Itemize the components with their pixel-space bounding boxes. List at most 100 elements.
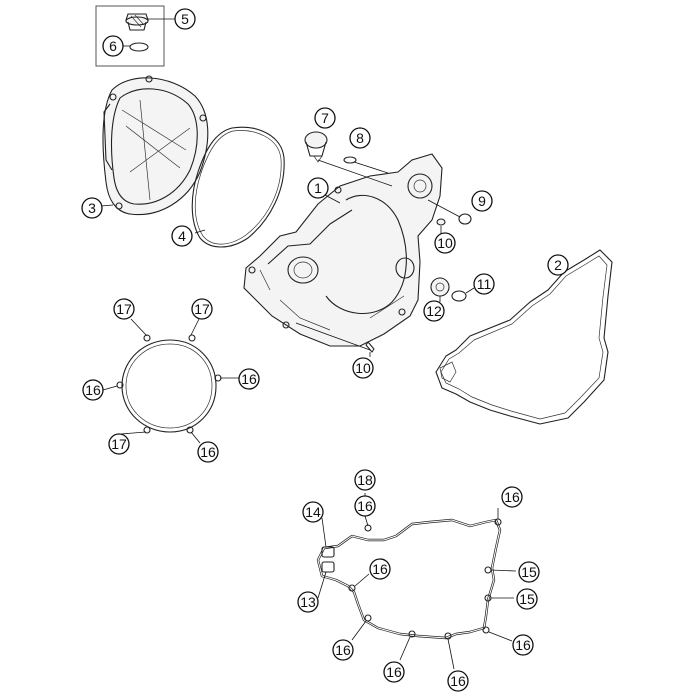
- svg-text:16: 16: [386, 664, 402, 680]
- svg-text:10: 10: [355, 360, 371, 376]
- callout-17-c: 17: [108, 433, 130, 455]
- svg-text:2: 2: [554, 257, 562, 273]
- svg-text:18: 18: [357, 472, 373, 488]
- part-3-outer-clutch-cover: [102, 75, 209, 216]
- svg-text:3: 3: [88, 200, 96, 216]
- callout-7: 7: [314, 107, 336, 129]
- callout-13: 13: [297, 591, 319, 613]
- svg-text:4: 4: [178, 228, 186, 244]
- leader-4: [194, 229, 206, 234]
- leader-14: [321, 517, 327, 548]
- leader-16d: [364, 515, 369, 527]
- part-10-dowel-lower: [365, 341, 375, 353]
- leader-13: [317, 571, 327, 599]
- leader-17a: [130, 318, 148, 337]
- leader-16h: [488, 631, 513, 642]
- callout-14: 14: [302, 501, 324, 523]
- leader-16g: [351, 620, 367, 641]
- svg-text:12: 12: [426, 303, 442, 319]
- svg-text:16: 16: [504, 489, 520, 505]
- callout-16-c: 16: [197, 441, 219, 463]
- callout-16-g: 16: [332, 639, 354, 661]
- callout-16-i: 16: [383, 661, 405, 683]
- leader-16j: [447, 638, 455, 670]
- part-2-gasket: [435, 249, 613, 425]
- svg-text:5: 5: [181, 11, 189, 27]
- leader-10-lower-a: [295, 322, 371, 351]
- callout-3: 3: [81, 197, 103, 219]
- svg-text:17: 17: [116, 301, 132, 317]
- leader-3: [100, 204, 114, 207]
- callout-18: 18: [354, 469, 376, 491]
- svg-text:1: 1: [314, 180, 322, 196]
- part-8-seal-ring: [343, 156, 357, 164]
- part-6-o-ring: [129, 42, 149, 52]
- callout-16-h: 16: [512, 634, 534, 656]
- svg-text:10: 10: [437, 235, 453, 251]
- callout-layer: 5 6 7 8 1 9 3 4 10 2 11 12 10 17 17 16 1…: [81, 8, 569, 692]
- callout-5: 5: [174, 8, 196, 30]
- part-13-18-crankcase-gasket: [316, 518, 502, 640]
- leader-17c: [120, 431, 147, 435]
- callout-10-upper: 10: [434, 232, 456, 254]
- svg-text:8: 8: [356, 130, 364, 146]
- part-5-plug: [125, 13, 149, 31]
- leader-16c: [190, 431, 201, 444]
- callout-8: 8: [349, 127, 371, 149]
- svg-text:13: 13: [300, 594, 316, 610]
- callout-11: 11: [473, 273, 495, 295]
- callout-16-a: 16: [238, 368, 260, 390]
- callout-16-e: 16: [501, 486, 523, 508]
- part-1-clutch-cover-inner: [243, 153, 443, 347]
- callout-6: 6: [102, 35, 124, 57]
- callout-2: 2: [547, 254, 569, 276]
- svg-text:17: 17: [194, 301, 210, 317]
- callout-16-f: 16: [369, 558, 391, 580]
- callout-16-d: 16: [354, 495, 376, 517]
- svg-text:16: 16: [200, 444, 216, 460]
- svg-text:15: 15: [519, 591, 535, 607]
- callout-1: 1: [307, 177, 329, 199]
- leader-15a: [490, 569, 517, 572]
- part-10-dowel-upper: [436, 218, 446, 226]
- svg-text:16: 16: [335, 642, 351, 658]
- part-4-cover-gasket: [191, 126, 285, 248]
- svg-text:17: 17: [111, 436, 127, 452]
- leader-1: [324, 194, 341, 204]
- callout-4: 4: [171, 225, 193, 247]
- svg-text:16: 16: [450, 673, 466, 689]
- leader-16i: [399, 636, 411, 661]
- callout-17-b: 17: [191, 298, 213, 320]
- part-16-17-round-gasket: [116, 334, 222, 434]
- leader-16b: [102, 385, 118, 391]
- callout-9: 9: [471, 190, 493, 212]
- callout-16-j: 16: [447, 670, 469, 692]
- part-11-o-ring: [451, 290, 467, 302]
- part-12-shaft-seal: [430, 277, 450, 297]
- callout-15-b: 15: [516, 588, 538, 610]
- leader-17b: [190, 318, 200, 336]
- leader-7: [317, 159, 393, 187]
- callout-17-a: 17: [113, 298, 135, 320]
- svg-text:15: 15: [521, 564, 537, 580]
- callout-16-b: 16: [82, 379, 104, 401]
- svg-text:6: 6: [109, 38, 117, 54]
- leader-9: [427, 199, 461, 218]
- svg-text:16: 16: [357, 498, 373, 514]
- svg-text:9: 9: [478, 193, 486, 209]
- svg-text:16: 16: [241, 371, 257, 387]
- callout-12: 12: [423, 300, 445, 322]
- leader-16f: [354, 573, 370, 587]
- part-7-screw-plug: [304, 131, 328, 163]
- svg-text:11: 11: [477, 276, 492, 292]
- leader-11: [465, 287, 475, 294]
- inset-box: [95, 5, 165, 67]
- svg-text:16: 16: [372, 561, 388, 577]
- svg-text:16: 16: [85, 382, 101, 398]
- svg-text:7: 7: [321, 110, 329, 126]
- callout-15-a: 15: [518, 561, 540, 583]
- callout-10-lower: 10: [352, 357, 374, 379]
- leader-8: [353, 161, 389, 174]
- svg-text:14: 14: [305, 504, 321, 520]
